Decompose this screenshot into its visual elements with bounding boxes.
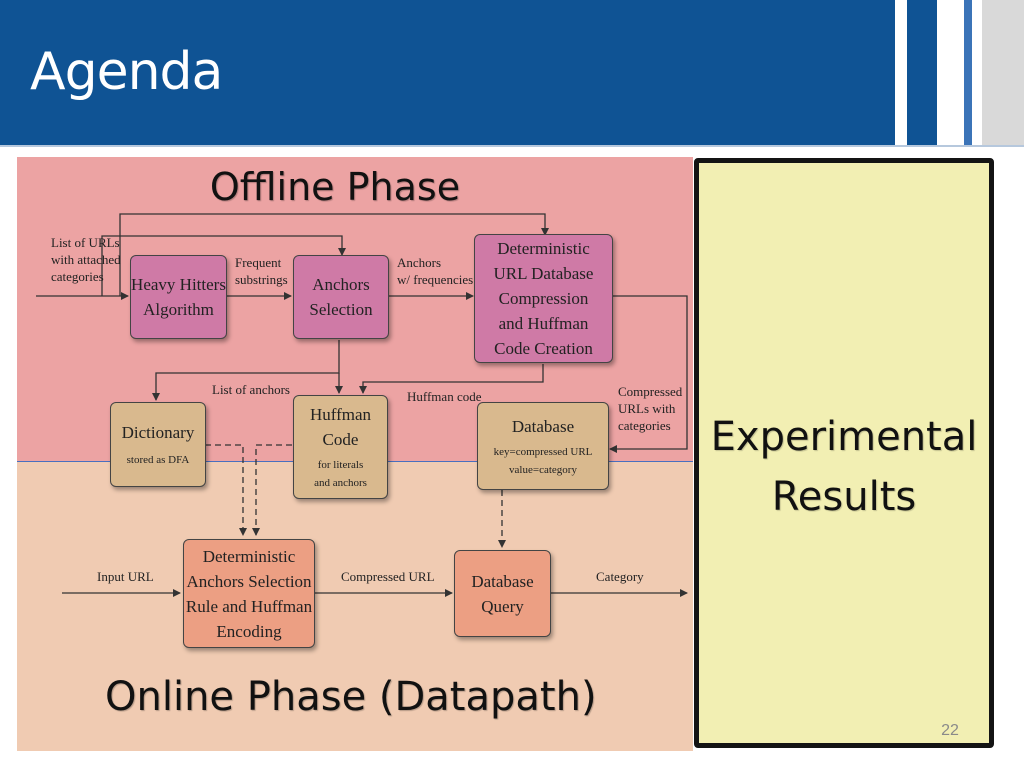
edge-url-to-compression bbox=[119, 213, 549, 296]
label-anchors-frequencies: Anchors w/ frequencies bbox=[397, 255, 474, 287]
node-url-compression-label: Deterministic URL Database Compression a… bbox=[493, 239, 594, 358]
node-huffman-code-sub: for literals and anchors bbox=[314, 459, 367, 489]
edge-huffman-code bbox=[359, 364, 544, 394]
node-database-query-label: Database Query bbox=[471, 571, 534, 616]
edge-compressed-urls bbox=[609, 295, 688, 453]
node-heavy-hitters: Heavy Hitters Algorithm bbox=[130, 255, 227, 339]
node-database-sub: key=compressed URL value=category bbox=[493, 445, 593, 476]
label-compressed-urls: Compressed URLs with categories bbox=[618, 384, 683, 433]
deco-stripe-light bbox=[937, 0, 964, 145]
diagram-edges bbox=[36, 213, 688, 597]
deco-stripe-gap bbox=[972, 0, 982, 145]
label-compressed-url: Compressed URL bbox=[341, 569, 435, 584]
experimental-results-label: Experimental Results bbox=[710, 414, 978, 520]
label-list-of-urls: List of URLs with attached categories bbox=[51, 235, 121, 284]
node-encoding-label: Deterministic Anchors Selection Rule and… bbox=[185, 546, 313, 641]
page-number: 22 bbox=[941, 722, 959, 739]
label-huffman-code: Huffman code bbox=[407, 389, 482, 404]
offline-phase-label: Offline Phase bbox=[209, 165, 461, 209]
node-url-compression: Deterministic URL Database Compression a… bbox=[474, 234, 613, 363]
node-anchors-selection-label: Anchors Selection bbox=[309, 275, 373, 319]
node-dictionary: Dictionary stored as DFA bbox=[110, 402, 206, 487]
header-divider bbox=[0, 145, 1024, 147]
node-huffman-code-title: Huffman Code bbox=[309, 405, 372, 449]
title-bar bbox=[0, 0, 895, 145]
node-anchors-selection: Anchors Selection bbox=[293, 255, 389, 339]
online-phase-region bbox=[17, 461, 693, 751]
deco-stripe-grey bbox=[982, 0, 1024, 145]
node-database: Database key=compressed URL value=catego… bbox=[477, 402, 609, 490]
slide-title: Agenda bbox=[30, 42, 223, 102]
edge-dictionary-to-encoding bbox=[205, 444, 247, 536]
label-list-of-anchors: List of anchors bbox=[212, 382, 290, 397]
node-database-title: Database bbox=[511, 416, 575, 436]
deco-stripe-mid bbox=[964, 0, 972, 145]
deco-stripe-blue bbox=[907, 0, 937, 145]
edge-huffman-to-encoding bbox=[252, 444, 292, 536]
node-dictionary-sub: stored as DFA bbox=[126, 454, 190, 466]
phase-diagram: List of URLs with attached categories Fr… bbox=[17, 157, 693, 751]
node-huffman-code: Huffman Code for literals and anchors bbox=[293, 395, 388, 499]
label-input-url: Input URL bbox=[97, 569, 154, 584]
node-heavy-hitters-label: Heavy Hitters Algorithm bbox=[131, 275, 226, 319]
label-frequent-substrings: Frequent substrings bbox=[235, 255, 288, 287]
edge-url-to-anchors bbox=[101, 235, 346, 296]
label-category: Category bbox=[596, 569, 644, 584]
edge-list-of-anchors bbox=[152, 340, 340, 401]
node-dictionary-title: Dictionary bbox=[121, 423, 195, 442]
experimental-results-panel: Experimental Results bbox=[694, 158, 994, 748]
online-phase-label: Online Phase (Datapath) bbox=[105, 674, 597, 720]
node-database-query: Database Query bbox=[454, 550, 551, 637]
deco-stripe-white bbox=[895, 0, 907, 145]
node-encoding: Deterministic Anchors Selection Rule and… bbox=[183, 539, 315, 648]
